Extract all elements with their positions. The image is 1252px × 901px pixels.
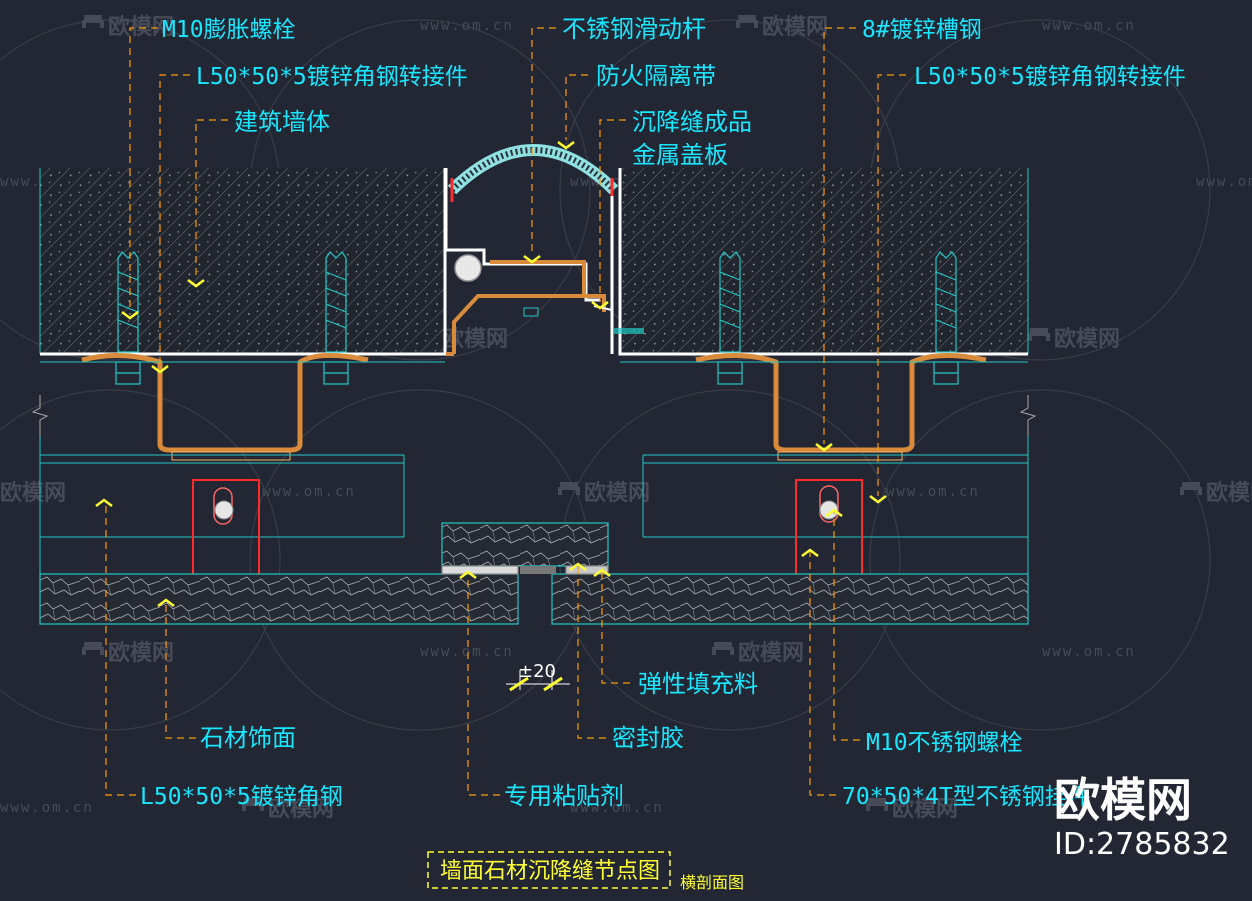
watermark-text: 欧模网: [268, 796, 334, 822]
watermark-text: 欧模网: [108, 14, 174, 40]
watermark-url: www.om.cn: [0, 800, 94, 816]
drawing-title-sub: 横剖面图: [680, 873, 744, 892]
drawing-title-main: 墙面石材沉降缝节点图: [440, 859, 660, 884]
label-cover-plate-line2: 金属盖板: [632, 141, 728, 169]
label-elastic-filler: 弹性填充料: [638, 670, 758, 698]
steel-frame: [81, 352, 987, 453]
watermark-url: www.om.cn: [1042, 18, 1136, 34]
bolt-left-2: [323, 251, 349, 385]
stone-finish: [39, 522, 1029, 625]
watermark-url: www.om.cn: [886, 484, 980, 500]
label-slide-rod: 不锈钢滑动杆: [562, 15, 706, 43]
label-m10-expansion-bolt: M10膨胀螺栓: [162, 17, 296, 43]
cover-plate-assembly: [444, 144, 644, 356]
watermark-text: 欧模网: [584, 480, 650, 506]
watermark-text: 欧模网: [892, 796, 958, 822]
leader-lines: [105, 27, 906, 796]
watermark-layer: 欧模网 欧模网 欧模网 欧模网 欧模网 欧模网 欧模网 欧模网 欧模网 欧模网 …: [0, 14, 1252, 822]
watermark-text: 欧模网: [738, 640, 804, 666]
dimension-gap: ±20: [506, 661, 570, 692]
label-sealant: 密封胶: [612, 724, 684, 752]
bolt-right-2: [933, 251, 959, 385]
watermark-url: www.om.cn: [1042, 644, 1136, 660]
label-t-hanger: 70*50*4T型不锈钢挂件: [842, 784, 1091, 810]
label-angle-adapter-left: L50*50*5镀锌角钢转接件: [196, 64, 468, 90]
label-angle-adapter-right: L50*50*5镀锌角钢转接件: [914, 64, 1186, 90]
channel-steel: [171, 451, 903, 461]
label-adhesive: 专用粘贴剂: [504, 782, 624, 810]
dimension-label: ±20: [518, 661, 556, 682]
label-cover-plate-line1: 沉降缝成品: [632, 108, 752, 136]
watermark-url: www.om.cn: [570, 800, 664, 816]
watermark-text: 欧模网: [762, 14, 828, 40]
pointer-chevrons: [95, 141, 887, 607]
expansion-bolts: [115, 251, 959, 385]
watermark-text: 欧模网: [1206, 480, 1252, 506]
label-m10-ss-bolt: M10不锈钢螺栓: [866, 730, 1023, 756]
brand-watermark: 欧模网 ID:2785832: [1054, 773, 1230, 862]
label-fire-strip: 防火隔离带: [596, 62, 716, 90]
watermark-url: www.om.cn: [1196, 174, 1252, 190]
label-building-wall: 建筑墙体: [234, 108, 330, 136]
watermark-url: www.om.cn: [420, 18, 514, 34]
drawing-title: 墙面石材沉降缝节点图 横剖面图: [427, 851, 744, 892]
label-angle-steel: L50*50*5镀锌角钢: [140, 784, 343, 810]
watermark-text: 欧模网: [0, 480, 66, 506]
label-channel-steel: 8#镀锌槽钢: [862, 17, 982, 43]
watermark-text: 欧模网: [108, 640, 174, 666]
watermark-url: www.om.cn: [262, 484, 356, 500]
brand-id: ID:2785832: [1054, 827, 1230, 862]
building-wall: [31, 168, 1037, 436]
watermark-text: 欧模网: [1054, 326, 1120, 352]
watermark-url: www.om.cn: [420, 644, 514, 660]
callout-labels: M10膨胀螺栓 L50*50*5镀锌角钢转接件 建筑墙体 不锈钢滑动杆 防火隔离…: [140, 15, 1186, 810]
brand-name: 欧模网: [1054, 773, 1192, 827]
watermark-text: 欧模网: [442, 326, 508, 352]
slide-roller: [454, 254, 482, 282]
label-stone-finish: 石材饰面: [200, 724, 296, 752]
